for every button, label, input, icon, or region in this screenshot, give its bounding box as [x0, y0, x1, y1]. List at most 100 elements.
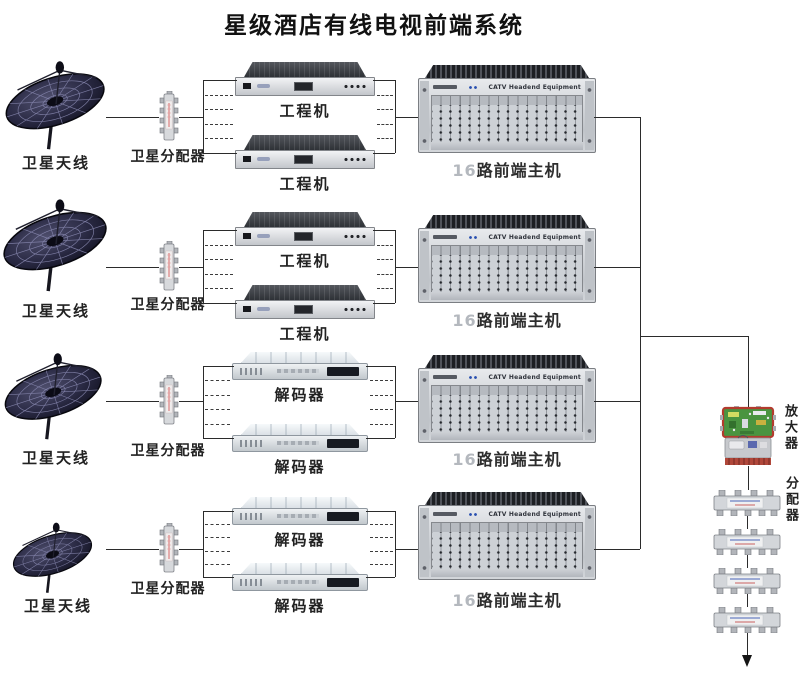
decorative-detail — [17, 69, 97, 105]
headend-header: CATV Headend Equipment — [433, 81, 581, 93]
decorative-detail — [728, 458, 770, 465]
decorative-detail — [6, 73, 104, 129]
bracket-to-headend-line — [395, 267, 418, 268]
satellite-splitter-device — [159, 375, 179, 427]
down-arrow-icon — [742, 655, 752, 667]
decorative-detail — [721, 406, 775, 439]
headend-output-line — [594, 117, 640, 118]
brand-logo — [257, 84, 270, 88]
dashed-signal-line — [205, 95, 233, 96]
decorative-detail — [167, 536, 171, 550]
decoder-device — [232, 424, 368, 452]
decorative-detail — [5, 365, 101, 420]
amplifier-feed-line — [748, 336, 749, 407]
distribution-splitter-device — [712, 568, 782, 594]
decorative-detail — [32, 543, 73, 566]
decorative-detail — [163, 377, 175, 425]
headend-panel-text: CATV Headend Equipment — [488, 510, 581, 518]
decorative-detail — [46, 106, 55, 150]
headend-front-panel: CATV Headend Equipment — [418, 78, 596, 153]
device-chassis-top — [244, 285, 366, 300]
headend-name: 路前端主机 — [476, 161, 562, 180]
dashed-signal-line — [205, 380, 230, 381]
decorative-detail — [758, 509, 766, 516]
decorative-detail — [173, 277, 179, 284]
control-buttons — [240, 368, 264, 375]
decorative-detail — [159, 559, 165, 566]
decorative-detail — [173, 401, 179, 408]
page-title: 星级酒店有线电视前端系统 — [224, 13, 524, 39]
splitter-chain-line — [747, 555, 748, 568]
rack-ear-left — [420, 231, 429, 300]
module-connectors — [432, 532, 582, 571]
satellite-splitter-label: 卫星分配器 — [130, 581, 206, 597]
decorative-detail — [770, 626, 778, 633]
amplifier-device — [720, 406, 776, 466]
decorative-detail — [734, 568, 742, 575]
headend-name: 路前端主机 — [476, 591, 562, 610]
receiver-device-2-label: 工程机 — [279, 325, 331, 343]
decorative-detail — [159, 91, 179, 134]
right-bracket-line — [395, 511, 396, 577]
headend-name: 路前端主机 — [476, 311, 562, 330]
bracket-to-device-line — [203, 438, 234, 439]
rack-ear-right — [585, 371, 594, 440]
decorative-detail — [766, 416, 770, 420]
satellite-splitter-label: 卫星分配器 — [130, 443, 206, 459]
decorative-detail — [4, 212, 106, 270]
decorative-detail — [173, 559, 179, 566]
splitter-to-bracket-line — [179, 267, 203, 268]
decorative-detail — [165, 100, 173, 130]
decoder-device — [232, 352, 368, 380]
splitter-to-bracket-line — [179, 549, 203, 550]
dashed-signal-line — [205, 524, 230, 525]
satellite-splitter-icon — [159, 241, 179, 291]
dashed-signal-line — [370, 524, 393, 525]
brand-logo — [257, 234, 270, 238]
distribution-splitter-device — [712, 490, 782, 516]
decorative-detail — [756, 406, 761, 409]
decorative-detail — [740, 431, 754, 434]
decorative-detail — [29, 226, 81, 256]
dashed-signal-line — [205, 424, 230, 425]
left-bracket-line — [203, 366, 204, 438]
decorative-detail — [4, 364, 102, 420]
headend-header: CATV Headend Equipment — [433, 231, 581, 243]
headend-label: 16路前端主机 — [417, 446, 597, 470]
decorative-detail — [730, 509, 738, 516]
satellite-antenna-label: 卫星天线 — [23, 597, 92, 615]
rack-ear-right — [585, 81, 594, 150]
decorative-detail — [728, 412, 739, 417]
decorative-detail — [159, 107, 165, 114]
engineering-machine-device — [235, 212, 375, 246]
receiver-device-2-label: 工程机 — [279, 175, 331, 193]
decorative-detail — [173, 257, 179, 264]
decoder-display — [327, 578, 359, 587]
button-strip — [277, 514, 319, 518]
brand-logo — [257, 307, 270, 311]
decorative-detail — [159, 117, 165, 124]
dish-to-splitter-line — [106, 117, 159, 118]
decorative-detail — [760, 442, 767, 448]
splitter-icon — [713, 607, 781, 633]
decorative-detail — [173, 391, 179, 398]
decorative-detail — [159, 529, 165, 536]
device-chassis-top — [244, 135, 366, 150]
decorative-detail — [734, 607, 742, 614]
satellite-dish — [0, 350, 110, 442]
rack-ear-left — [420, 508, 429, 577]
decorative-detail — [734, 490, 742, 497]
headend-channel-count: 16 — [452, 591, 477, 610]
splitter-icon — [713, 490, 781, 516]
decorative-detail — [173, 549, 179, 556]
decorative-detail — [716, 509, 724, 516]
decorative-detail — [173, 267, 179, 274]
decorative-detail — [730, 626, 738, 633]
decorative-detail — [22, 537, 83, 572]
decorative-detail — [4, 212, 106, 270]
decorative-detail — [720, 415, 723, 420]
decorative-detail — [732, 428, 736, 432]
decorative-detail — [753, 411, 766, 415]
decoder-device — [232, 563, 368, 591]
